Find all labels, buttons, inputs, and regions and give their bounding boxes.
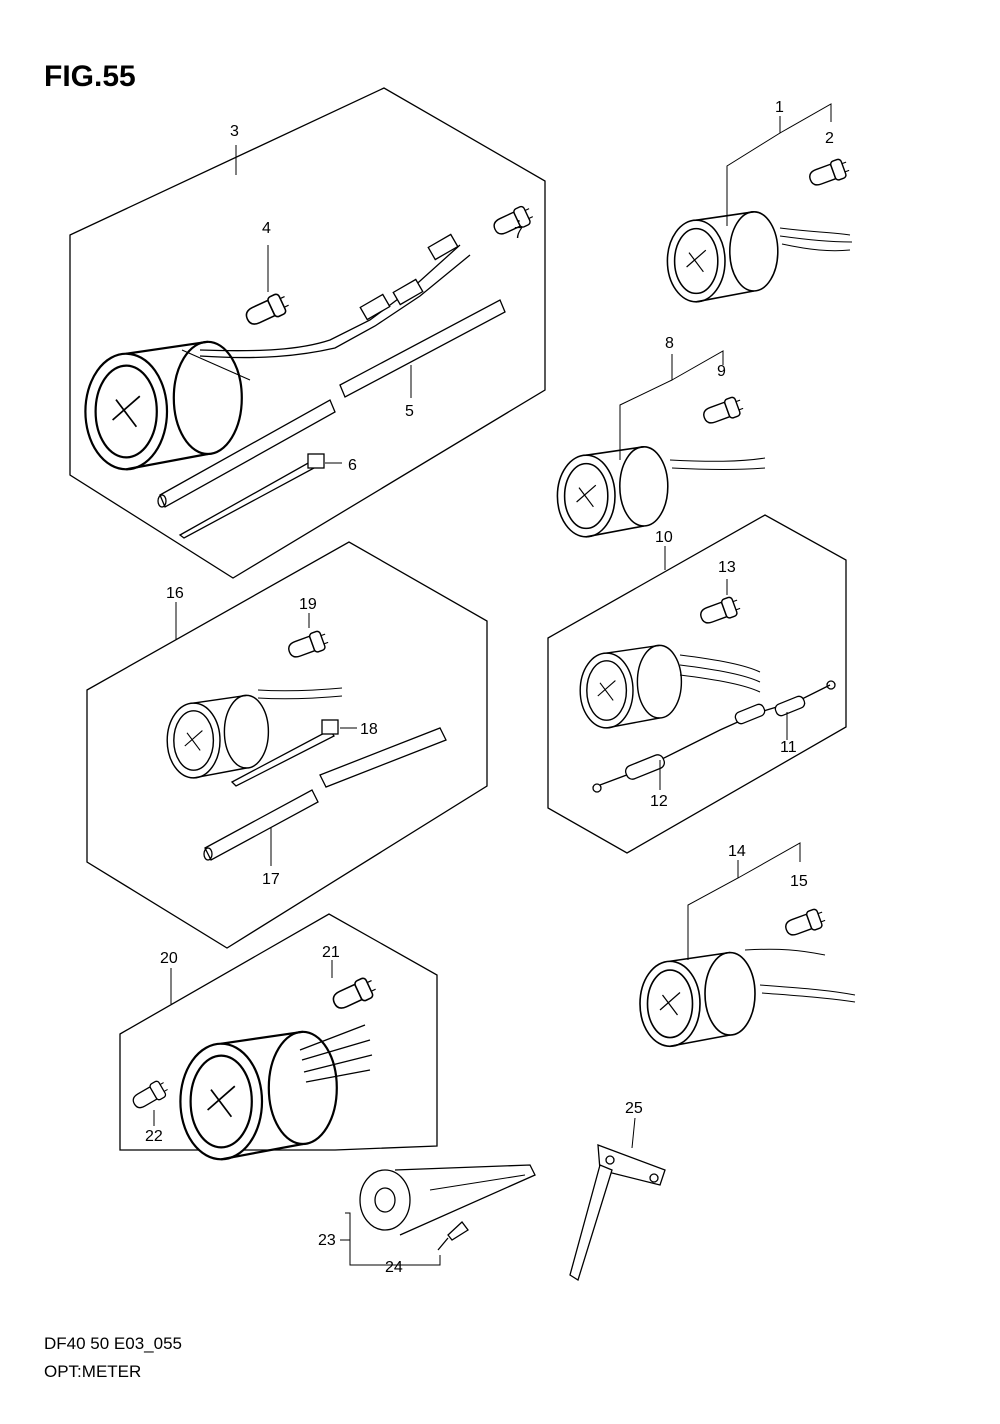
wire-harness-icon	[199, 233, 471, 359]
callout-1: 1	[775, 99, 784, 116]
callout-9: 9	[717, 363, 726, 380]
callout-22: 22	[145, 1128, 163, 1145]
callout-5: 5	[405, 403, 414, 420]
panel-group-3	[69, 87, 546, 579]
callout-3: 3	[230, 123, 239, 140]
meter-group-14	[639, 842, 856, 1048]
meter-group-1	[666, 103, 853, 303]
callout-17: 17	[262, 871, 280, 888]
callout-labels: 1 2 3 4 5 6 7 8 9 10 11 12 13 14 15 16 1…	[145, 99, 834, 1276]
section-name: OPT:METER	[44, 1362, 142, 1381]
callout-11: 11	[780, 739, 797, 756]
callout-23: 23	[318, 1232, 336, 1249]
cable-tie-icon	[230, 719, 357, 787]
callout-16: 16	[166, 585, 184, 602]
callout-24: 24	[385, 1259, 403, 1276]
callout-4: 4	[262, 220, 271, 237]
bulb-icon	[242, 290, 292, 330]
callout-20: 20	[160, 950, 178, 967]
hose-icon	[203, 727, 447, 861]
panel-group-20	[119, 913, 438, 1161]
callout-12: 12	[650, 793, 668, 810]
callout-2: 2	[825, 130, 834, 147]
cable-tie-icon	[178, 453, 325, 539]
callout-7: 7	[514, 225, 523, 242]
callout-10: 10	[655, 529, 673, 546]
callout-6: 6	[348, 457, 357, 474]
sender-icon	[569, 1117, 666, 1281]
panel-group-16	[86, 541, 488, 949]
callout-8: 8	[665, 335, 674, 352]
wire-harness-icon	[592, 680, 836, 793]
bulb-icon	[490, 202, 536, 240]
hose-icon	[157, 299, 506, 508]
callout-13: 13	[718, 559, 736, 576]
tachometer-gauge-icon	[84, 340, 251, 471]
callout-18: 18	[360, 721, 378, 738]
meter-group-8	[556, 350, 766, 538]
figure-title: FIG.55	[44, 60, 136, 93]
callout-14: 14	[728, 843, 746, 860]
bracket-icon	[359, 1164, 536, 1236]
callout-15: 15	[790, 873, 808, 890]
callout-21: 21	[322, 944, 340, 961]
callout-19: 19	[299, 596, 317, 613]
panel-group-10	[547, 514, 847, 854]
screw-icon	[437, 1221, 469, 1251]
callout-25: 25	[625, 1100, 643, 1117]
model-code: DF40 50 E03_055	[44, 1334, 182, 1353]
